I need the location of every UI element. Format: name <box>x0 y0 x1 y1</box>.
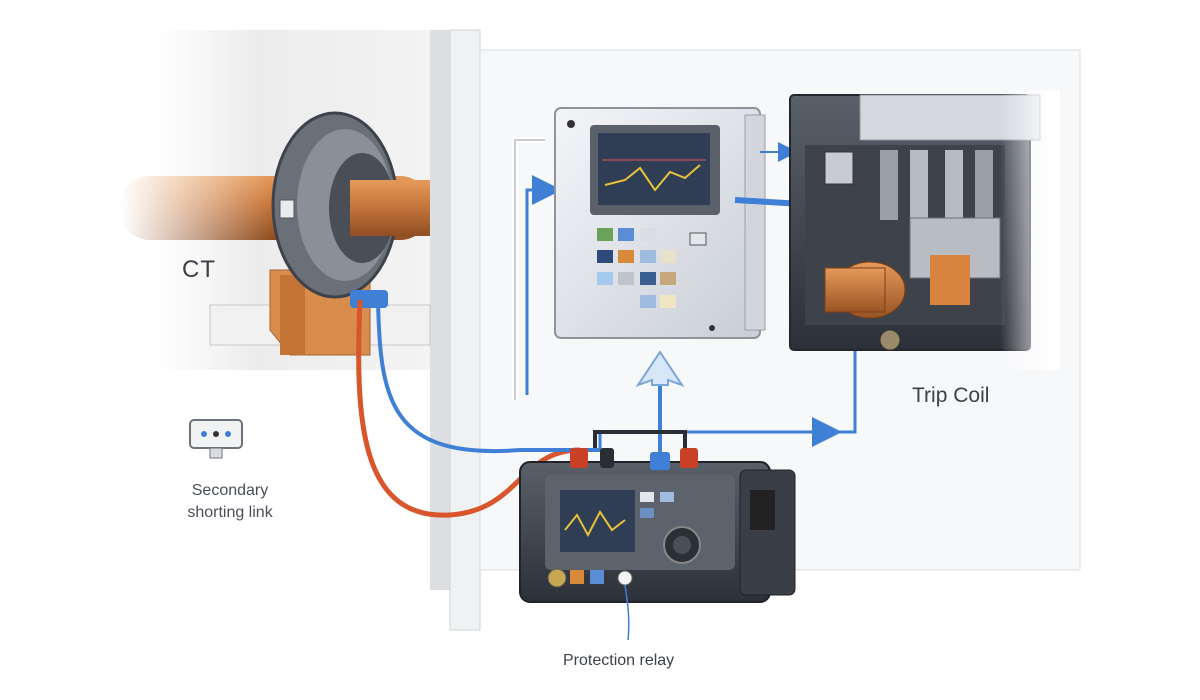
shorting-label-line2: shorting link <box>187 504 273 521</box>
blue-wire <box>376 299 600 454</box>
breaker-return-wire <box>598 345 857 450</box>
current-transformer <box>271 111 430 308</box>
circuit-breaker <box>789 90 1060 370</box>
shorting-link-icon <box>189 419 243 459</box>
signal-up-arrow <box>635 350 685 465</box>
panel-buttons <box>597 228 707 308</box>
protection-panel <box>554 107 766 339</box>
protection-relay-label: Protection relay <box>563 652 675 669</box>
ct-label: CT <box>182 256 216 283</box>
trip-coil-label: Trip Coil <box>912 384 990 407</box>
relay-pointer <box>624 584 630 641</box>
shorting-link-label: Secondary shorting link <box>170 480 290 524</box>
panel-waveform <box>604 164 701 192</box>
relay-waveform <box>564 510 626 538</box>
protection-relay <box>519 430 796 603</box>
shorting-label-line1: Secondary <box>191 482 269 499</box>
